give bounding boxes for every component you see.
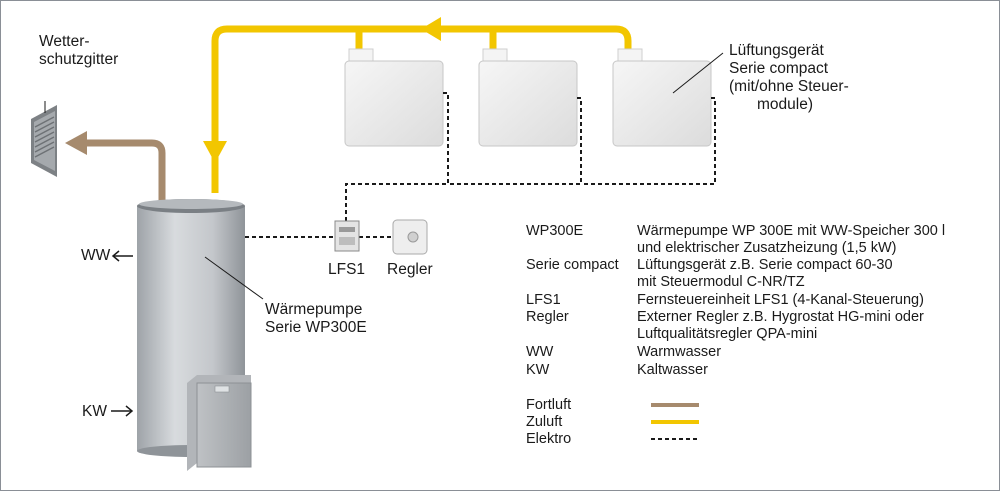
legend-desc: Externer Regler z.B. Hygrostat HG-mini o… <box>637 309 924 343</box>
legend-key: WW <box>526 344 554 360</box>
legend-key: KW <box>526 362 550 378</box>
legend-desc-line: Wärmepumpe WP 300E mit WW-Speicher 300 l <box>637 223 946 239</box>
ventilation-unit-label-line: (mit/ohne Steuer- <box>729 78 849 95</box>
regler-device-icon <box>392 219 428 255</box>
legend-desc-line: und elektrischer Zusatzheizung (1,5 kW) <box>637 240 897 256</box>
supply-air-arrow-top <box>421 17 441 41</box>
grille-label: Wetter- schutzgitter <box>39 33 118 69</box>
ww-label: WW <box>81 247 111 264</box>
ventilation-unit-label-line: module) <box>757 96 813 113</box>
grille-label-line: Wetter- <box>39 33 90 50</box>
ventilation-unit-label-line: Lüftungsgerät <box>729 42 824 59</box>
legend-desc-line: Kaltwasser <box>637 362 708 378</box>
kw-arrow-icon <box>111 405 134 417</box>
line-legend-label: Zuluft <box>526 414 563 430</box>
ventilation-unit-1 <box>344 48 444 147</box>
grille-label-line: schutzgitter <box>39 51 119 68</box>
kw-label: KW <box>82 403 107 420</box>
heat-pump-module <box>187 375 252 471</box>
legend-key: WP300E <box>526 223 584 239</box>
legend-key: Serie compact <box>526 257 619 273</box>
exhaust-air-arrow <box>65 131 87 155</box>
line-legend-label: Fortluft <box>526 397 572 413</box>
lfs1-label: LFS1 <box>328 261 366 278</box>
exhaust-air-duct <box>85 139 166 201</box>
legend-desc: Fernsteuereinheit LFS1 (4-Kanal-Steuerun… <box>637 292 924 309</box>
ventilation-unit-3 <box>612 48 712 147</box>
legend-desc: Warmwasser <box>637 344 721 361</box>
ventilation-unit-label: Lüftungsgerät Serie compact (mit/ohne St… <box>729 42 849 114</box>
legend-desc: Lüftungsgerät z.B. Serie compact 60-30 m… <box>637 257 893 291</box>
electrical-wiring <box>245 92 716 238</box>
supply-air-arrow-down <box>203 141 227 163</box>
line-legend-label: Elektro <box>526 431 572 447</box>
regler-label: Regler <box>387 261 433 278</box>
legend-desc-line: Lüftungsgerät z.B. Serie compact 60-30 <box>637 257 893 273</box>
heat-pump-label-line: Serie WP300E <box>265 319 367 336</box>
weather-grille-icon <box>31 101 57 177</box>
heat-pump-label: Wärmepumpe Serie WP300E <box>265 301 367 337</box>
ww-arrow-icon <box>111 250 133 262</box>
legend-desc-line: Externer Regler z.B. Hygrostat HG-mini o… <box>637 309 924 325</box>
heat-pump-label-line: Wärmepumpe <box>265 301 363 318</box>
ventilation-unit-2 <box>478 48 578 147</box>
ventilation-unit-pointer <box>672 52 724 94</box>
legend-desc: Kaltwasser <box>637 362 708 379</box>
legend-key: Regler <box>526 309 569 325</box>
legend-desc-line: Fernsteuereinheit LFS1 (4-Kanal-Steuerun… <box>637 292 924 308</box>
ventilation-unit-label-line: Serie compact <box>729 60 829 77</box>
lfs1-device-icon <box>334 220 360 252</box>
legend-desc-line: Warmwasser <box>637 344 722 360</box>
legend-desc-line: mit Steuermodul C-NR/TZ <box>637 274 805 290</box>
legend-desc-line: Luftqualitätsregler QPA-mini <box>637 326 818 342</box>
legend-key: LFS1 <box>526 292 561 308</box>
legend-desc: Wärmepumpe WP 300E mit WW-Speicher 300 l… <box>637 223 945 257</box>
heat-pump-pointer <box>204 256 264 300</box>
